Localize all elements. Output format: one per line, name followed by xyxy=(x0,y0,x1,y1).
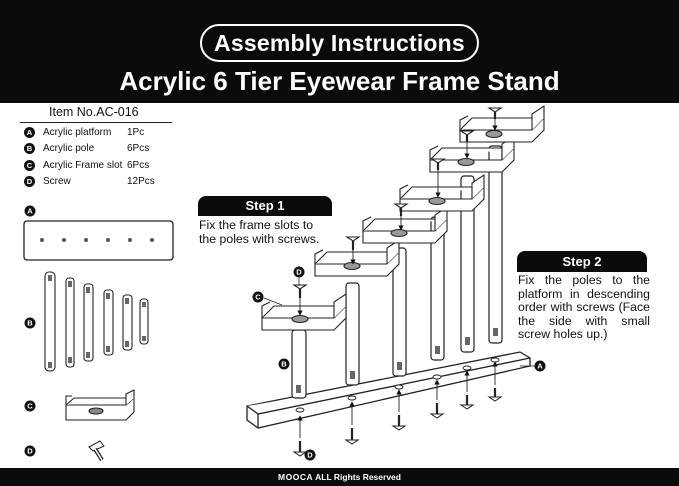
part-row-c: C Acrylic Frame slot 6Pcs xyxy=(24,157,174,174)
part-name: Acrylic Frame slot xyxy=(43,159,123,171)
part-letter: C xyxy=(24,159,35,171)
step-2-label: Step 2 xyxy=(517,251,647,272)
callout-leaders xyxy=(263,278,535,367)
callout-a-parts: A xyxy=(24,205,36,217)
part-row-b: B Acrylic pole 6Pcs xyxy=(24,141,174,158)
callout-c-assembly: C xyxy=(252,291,264,303)
part-row-a: A Acrylic platform 1Pc xyxy=(24,124,174,141)
callout-a-assembly: A xyxy=(534,360,546,372)
part-row-d: D Screw 12Pcs xyxy=(24,174,174,191)
part-b-poles-drawing xyxy=(44,271,149,372)
part-c-frame-slot-drawing xyxy=(65,389,135,421)
callout-b-parts: B xyxy=(24,317,36,329)
part-qty: 12Pcs xyxy=(127,176,155,188)
callout-b-assembly: B xyxy=(278,358,290,370)
callout-letter: C xyxy=(27,402,33,411)
callout-letter: A xyxy=(537,362,543,371)
callout-letter: D xyxy=(27,447,33,456)
part-name: Screw xyxy=(43,176,71,188)
footer-rights: ALL Rights Reserved xyxy=(315,472,401,482)
callout-letter: D xyxy=(307,451,313,460)
step-1-text: Fix the frame slots to the poles with sc… xyxy=(199,218,320,246)
step-2-text: Fix the poles to the platform in descend… xyxy=(518,273,650,341)
bottom-screws-drawing xyxy=(292,357,503,457)
part-qty: 6Pcs xyxy=(127,159,150,171)
callout-letter: C xyxy=(255,293,261,302)
callout-letter: A xyxy=(27,207,33,216)
part-name: Acrylic platform xyxy=(43,126,112,138)
item-number: Item No.AC-016 xyxy=(49,105,139,119)
page-title: Assembly Instructions xyxy=(200,24,479,62)
step-1-label: Step 1 xyxy=(198,196,332,216)
part-a-platform-drawing xyxy=(23,220,174,261)
part-letter: A xyxy=(24,126,35,138)
item-divider xyxy=(20,122,172,123)
diagram-callouts: A B C D C D B A xyxy=(24,205,546,461)
footer-brand: MOOCA xyxy=(278,472,314,482)
callout-d-bottom: D xyxy=(304,449,316,461)
footer-bar: MOOCA ALL Rights Reserved xyxy=(0,468,679,486)
header-banner: Assembly Instructions Acrylic 6 Tier Eye… xyxy=(0,0,679,103)
product-title: Acrylic 6 Tier Eyewear Frame Stand xyxy=(119,66,560,96)
assembled-poles-drawing xyxy=(291,145,503,399)
callout-d-top: D xyxy=(293,266,305,278)
callout-letter: B xyxy=(281,360,287,369)
part-name: Acrylic pole xyxy=(43,143,95,155)
parts-list: A Acrylic platform 1Pc B Acrylic pole 6P… xyxy=(24,124,174,190)
part-qty: 1Pc xyxy=(127,126,145,138)
part-qty: 6Pcs xyxy=(127,143,150,155)
part-letter: B xyxy=(24,143,35,155)
callout-d-parts: D xyxy=(24,445,36,457)
top-screws-drawing xyxy=(292,107,503,316)
callout-letter: D xyxy=(296,268,302,277)
callout-letter: B xyxy=(27,319,33,328)
part-letter: D xyxy=(24,176,35,188)
part-d-screw-drawing xyxy=(88,440,105,462)
callout-c-parts: C xyxy=(24,400,36,412)
